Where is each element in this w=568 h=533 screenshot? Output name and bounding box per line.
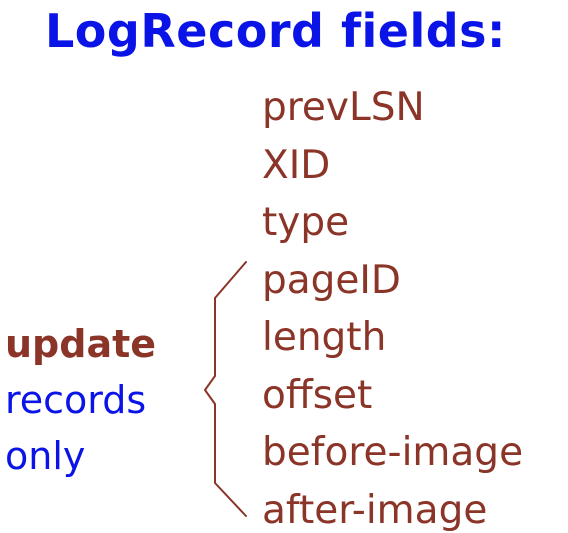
- field-before-image: before-image: [262, 430, 524, 475]
- curly-brace: [204, 261, 247, 517]
- field-length: length: [262, 315, 387, 360]
- field-pageid: pageID: [262, 257, 401, 303]
- field-after-image: after-image: [262, 487, 488, 533]
- slide-title: LogRecord fields:: [45, 4, 506, 58]
- curly-brace-path: [204, 261, 247, 517]
- field-xid: XID: [262, 142, 331, 188]
- records-text: records: [5, 378, 147, 422]
- field-offset: offset: [262, 372, 373, 418]
- field-list: prevLSN XID type pageID length offset be…: [262, 79, 523, 533]
- only-text: only: [5, 434, 86, 478]
- update-keyword: update: [5, 322, 157, 366]
- field-type: type: [262, 200, 350, 245]
- update-records-annotation: update records only: [5, 316, 156, 484]
- field-prevlsn: prevLSN: [262, 85, 425, 130]
